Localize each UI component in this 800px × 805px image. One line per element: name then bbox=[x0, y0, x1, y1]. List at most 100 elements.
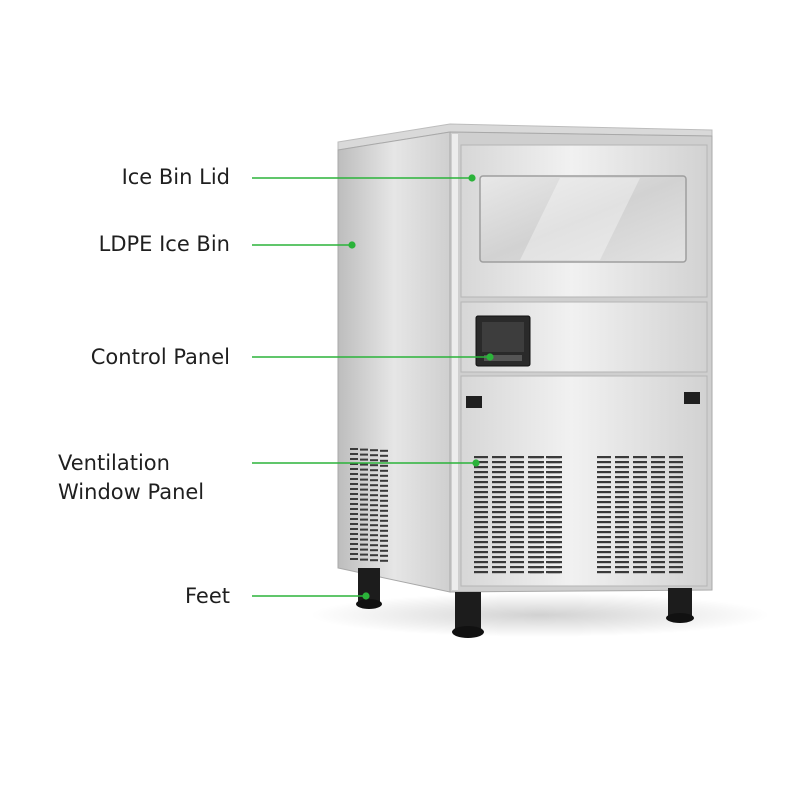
front-edge-highlight bbox=[452, 134, 458, 590]
front-vent-slat bbox=[474, 476, 488, 479]
side-vent-slat bbox=[350, 463, 358, 465]
front-vent-slat bbox=[615, 531, 629, 534]
front-vent-slat bbox=[669, 506, 683, 509]
front-vent-slat bbox=[510, 536, 524, 539]
front-vent-slat bbox=[492, 496, 506, 499]
feet-group bbox=[356, 568, 694, 638]
side-vent-slat bbox=[370, 459, 378, 462]
front-vent-slat bbox=[530, 511, 544, 514]
front-vent-slat bbox=[615, 536, 629, 539]
front-vent-slat bbox=[492, 516, 506, 519]
front-vent-slat bbox=[669, 546, 683, 549]
front-vent-slat bbox=[669, 511, 683, 514]
front-vent-slat bbox=[474, 516, 488, 519]
front-vent-slat bbox=[548, 561, 562, 564]
front-vent-slat bbox=[651, 516, 665, 519]
side-vent-slat bbox=[350, 523, 358, 525]
side-vent-slat bbox=[350, 483, 358, 485]
front-vent-slat bbox=[597, 496, 611, 499]
front-vent-slat bbox=[510, 541, 524, 544]
side-vent-slat bbox=[360, 453, 368, 456]
side-vent-slat bbox=[360, 483, 368, 486]
front-vent-slat bbox=[530, 551, 544, 554]
front-vent-slat bbox=[530, 501, 544, 504]
front-vent-slat bbox=[492, 531, 506, 534]
callout-control-panel: Control Panel bbox=[91, 343, 230, 372]
front-vent-slat bbox=[651, 566, 665, 569]
side-vent-slat bbox=[350, 503, 358, 505]
foot-front-left-base bbox=[452, 626, 484, 638]
front-vent-slat bbox=[597, 476, 611, 479]
front-vent-slat bbox=[474, 526, 488, 529]
front-vent-slat bbox=[651, 456, 665, 459]
front-vent-slat bbox=[548, 551, 562, 554]
front-vent-slat bbox=[633, 571, 647, 574]
front-vent-slat bbox=[474, 541, 488, 544]
side-vent-slat bbox=[350, 478, 358, 480]
side-vent-slat bbox=[380, 469, 388, 472]
side-vent-slat bbox=[350, 493, 358, 495]
side-vent-slat bbox=[350, 518, 358, 520]
front-vent-slat bbox=[492, 566, 506, 569]
side-vent-slat bbox=[370, 559, 378, 562]
front-vent-slat bbox=[669, 481, 683, 484]
front-vent-slat bbox=[633, 501, 647, 504]
front-vent-slat bbox=[548, 471, 562, 474]
front-vent-slat bbox=[510, 471, 524, 474]
front-vent-slat bbox=[548, 491, 562, 494]
front-vent-slat bbox=[651, 491, 665, 494]
front-vent-slat bbox=[651, 526, 665, 529]
side-vent-slat bbox=[380, 494, 388, 497]
side-vent-slat bbox=[360, 478, 368, 481]
front-vent-slat bbox=[633, 511, 647, 514]
side-vent-slat bbox=[350, 528, 358, 530]
front-vent-slat bbox=[597, 491, 611, 494]
side-vent-slat bbox=[380, 479, 388, 482]
front-vent-slat bbox=[548, 541, 562, 544]
front-vent-slat bbox=[548, 536, 562, 539]
front-vent-slat bbox=[633, 471, 647, 474]
side-vent-slat bbox=[360, 513, 368, 516]
front-vent-slat bbox=[633, 506, 647, 509]
side-vent-slat bbox=[360, 488, 368, 491]
front-vent-slat bbox=[474, 566, 488, 569]
front-vent-slat bbox=[530, 481, 544, 484]
side-vent-slat bbox=[360, 448, 368, 451]
side-vent-slat bbox=[370, 449, 378, 452]
front-vent-slat bbox=[669, 526, 683, 529]
front-vent-slat bbox=[615, 511, 629, 514]
front-vent-slat bbox=[633, 561, 647, 564]
front-vent-slat bbox=[597, 571, 611, 574]
front-vent-slat bbox=[474, 571, 488, 574]
front-vent-slat bbox=[548, 461, 562, 464]
side-vent-slat bbox=[360, 468, 368, 471]
side-vent-slat bbox=[360, 498, 368, 501]
front-vent-slat bbox=[474, 486, 488, 489]
side-vent-slat bbox=[360, 508, 368, 511]
front-vent-slat bbox=[510, 556, 524, 559]
front-vent-slat bbox=[633, 481, 647, 484]
front-vent-slat bbox=[530, 491, 544, 494]
front-vent-slat bbox=[530, 566, 544, 569]
front-vent-slat bbox=[492, 536, 506, 539]
front-vent-slat bbox=[597, 516, 611, 519]
front-vent-slat bbox=[597, 486, 611, 489]
front-vent-slat bbox=[474, 551, 488, 554]
front-vent-slat bbox=[510, 506, 524, 509]
front-vent-slat bbox=[669, 456, 683, 459]
side-vent-slat bbox=[370, 554, 378, 557]
front-vent-slat bbox=[669, 501, 683, 504]
side-vent-slat bbox=[380, 464, 388, 467]
front-vent-slat bbox=[474, 461, 488, 464]
side-vent-slat bbox=[350, 553, 358, 555]
front-vent-slat bbox=[669, 556, 683, 559]
ice-bin-window bbox=[479, 175, 687, 263]
front-vent-slat bbox=[530, 471, 544, 474]
side-vent-slat bbox=[360, 558, 368, 561]
side-vent-slat bbox=[380, 549, 388, 552]
side-vent-slat bbox=[380, 524, 388, 527]
front-vent-slat bbox=[530, 571, 544, 574]
side-vent-slat bbox=[380, 514, 388, 517]
front-vent-slat bbox=[530, 516, 544, 519]
